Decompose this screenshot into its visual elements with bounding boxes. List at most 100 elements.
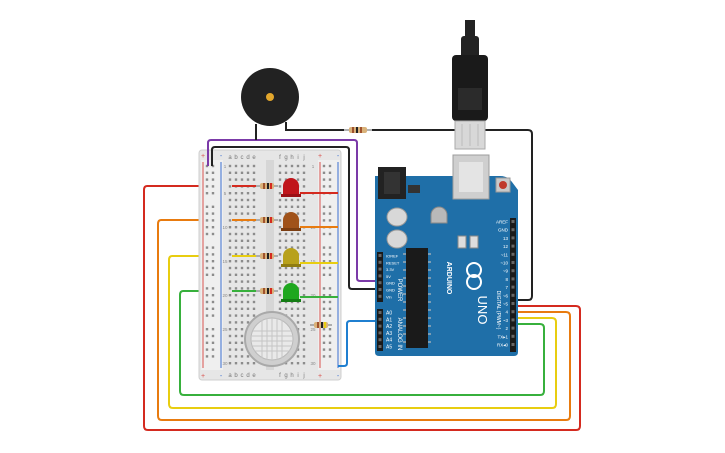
breadboard-hole[interactable]	[278, 212, 282, 215]
breadboard-hole[interactable]	[246, 266, 250, 270]
breadboard-hole[interactable]	[296, 178, 300, 181]
breadboard-hole[interactable]	[252, 294, 256, 297]
breadboard-hole[interactable]	[228, 314, 232, 317]
rail-hole[interactable]	[211, 266, 215, 270]
breadboard-hole[interactable]	[302, 232, 306, 236]
rail-hole[interactable]	[322, 260, 326, 263]
red-wire[interactable]	[143, 185, 581, 431]
breadboard-hole[interactable]	[234, 300, 238, 304]
breadboard-hole[interactable]	[228, 226, 232, 229]
breadboard-hole[interactable]	[278, 300, 282, 304]
breadboard-hole[interactable]	[228, 192, 232, 195]
digital-pin[interactable]	[511, 269, 515, 273]
breadboard-hole[interactable]	[228, 334, 232, 338]
breadboard-hole[interactable]	[246, 232, 250, 236]
breadboard-hole[interactable]	[240, 164, 244, 168]
breadboard-hole[interactable]	[278, 192, 282, 195]
rail-hole[interactable]	[211, 328, 215, 331]
breadboard-hole[interactable]	[284, 205, 288, 208]
breadboard-hole[interactable]	[278, 266, 282, 270]
breadboard-hole[interactable]	[234, 212, 238, 215]
rail-hole[interactable]	[211, 226, 215, 229]
rail-hole[interactable]	[211, 334, 215, 338]
breadboard-hole[interactable]	[240, 260, 244, 263]
breadboard-hole[interactable]	[228, 253, 232, 256]
green-wire[interactable]	[179, 290, 545, 396]
breadboard-hole[interactable]	[296, 362, 300, 365]
breadboard-hole[interactable]	[246, 198, 250, 202]
power-pin[interactable]	[378, 274, 382, 278]
rail-hole[interactable]	[322, 253, 326, 256]
breadboard-hole[interactable]	[284, 266, 288, 270]
breadboard-hole[interactable]	[302, 314, 306, 317]
rail-hole[interactable]	[328, 348, 332, 351]
breadboard-hole[interactable]	[234, 314, 238, 317]
breadboard-hole[interactable]	[234, 253, 238, 256]
breadboard-hole[interactable]	[234, 178, 238, 181]
breadboard-hole[interactable]	[240, 246, 244, 249]
yellow-led[interactable]	[281, 248, 301, 267]
breadboard-hole[interactable]	[302, 219, 306, 222]
breadboard-hole[interactable]	[252, 300, 256, 304]
breadboard-hole[interactable]	[240, 334, 244, 338]
rail-hole[interactable]	[205, 178, 209, 181]
power-pin[interactable]	[378, 288, 382, 291]
breadboard-hole[interactable]	[302, 246, 306, 249]
breadboard-hole[interactable]	[296, 212, 300, 215]
breadboard-hole[interactable]	[234, 273, 238, 276]
breadboard-hole[interactable]	[246, 239, 250, 242]
breadboard-hole[interactable]	[228, 185, 232, 188]
breadboard-hole[interactable]	[252, 287, 256, 290]
usb-cable[interactable]	[452, 20, 488, 150]
breadboard-hole[interactable]	[246, 205, 250, 208]
rail-hole[interactable]	[322, 334, 326, 338]
breadboard-hole[interactable]	[240, 205, 244, 208]
breadboard-hole[interactable]	[302, 300, 306, 304]
black-wire-gnd[interactable]	[211, 146, 382, 290]
rail-hole[interactable]	[205, 294, 209, 297]
rail-hole[interactable]	[205, 355, 209, 358]
analog-pin[interactable]	[378, 338, 382, 342]
breadboard-hole[interactable]	[278, 273, 282, 276]
rail-hole[interactable]	[211, 273, 215, 276]
rail-hole[interactable]	[328, 260, 332, 263]
breadboard-hole[interactable]	[240, 239, 244, 242]
rail-hole[interactable]	[211, 178, 215, 181]
breadboard-hole[interactable]	[302, 266, 306, 270]
breadboard-hole[interactable]	[228, 307, 232, 310]
breadboard-hole[interactable]	[246, 355, 250, 358]
rail-hole[interactable]	[328, 253, 332, 256]
breadboard-hole[interactable]	[296, 246, 300, 249]
breadboard-hole[interactable]	[252, 314, 256, 317]
rail-hole[interactable]	[328, 355, 332, 358]
breadboard-hole[interactable]	[228, 280, 232, 283]
power-pin[interactable]	[378, 294, 382, 298]
breadboard-hole[interactable]	[296, 198, 300, 202]
breadboard-hole[interactable]	[302, 205, 306, 208]
rail-hole[interactable]	[322, 300, 326, 304]
breadboard-hole[interactable]	[290, 239, 294, 242]
breadboard-hole[interactable]	[252, 192, 256, 195]
breadboard-hole[interactable]	[246, 178, 250, 181]
rail-hole[interactable]	[211, 219, 215, 222]
breadboard-hole[interactable]	[240, 253, 244, 256]
digital-pin[interactable]	[511, 220, 515, 223]
breadboard-hole[interactable]	[302, 164, 306, 168]
rail-hole[interactable]	[205, 348, 209, 351]
breadboard-hole[interactable]	[284, 280, 288, 283]
breadboard-hole[interactable]	[302, 307, 306, 310]
breadboard-hole[interactable]	[246, 253, 250, 256]
breadboard-hole[interactable]	[234, 246, 238, 249]
rail-hole[interactable]	[322, 185, 326, 188]
breadboard-hole[interactable]	[234, 260, 238, 263]
breadboard-hole[interactable]	[240, 280, 244, 283]
rail-hole[interactable]	[205, 341, 209, 344]
rail-hole[interactable]	[328, 273, 332, 276]
breadboard-hole[interactable]	[252, 164, 256, 168]
breadboard-hole[interactable]	[284, 239, 288, 242]
breadboard-hole[interactable]	[234, 334, 238, 338]
breadboard-hole[interactable]	[234, 232, 238, 236]
breadboard-hole[interactable]	[228, 362, 232, 365]
breadboard-hole[interactable]	[302, 185, 306, 188]
rail-hole[interactable]	[322, 307, 326, 310]
